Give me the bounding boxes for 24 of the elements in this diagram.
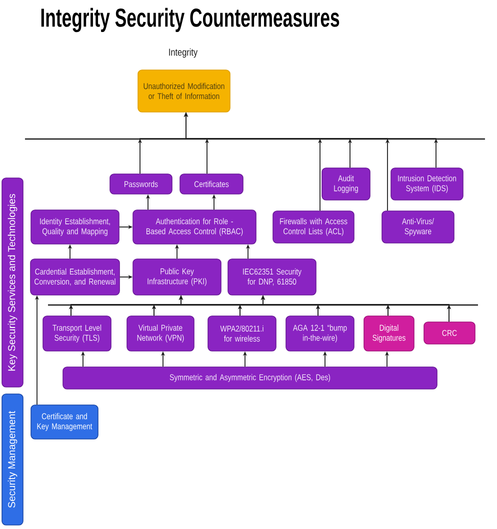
process-box: Public Key Infrastructure (PKI)	[132, 258, 222, 296]
process-box: Certificates	[180, 174, 244, 194]
process-box: Symmetric and Asymmetric Encryption (AES, Des)	[62, 366, 438, 390]
process-box: Authentication for Role - Based Access Control (RBAC)	[132, 210, 256, 244]
process-box: Anti-Virus/ Spyware	[382, 210, 454, 244]
process-box: Firewalls with Access Control Lists (ACL)	[272, 210, 354, 244]
process-box: CRC	[424, 322, 476, 344]
process-box: Intrusion Detection System (IDS)	[390, 168, 464, 200]
process-box: Audit Logging	[322, 168, 370, 200]
side-band: Security Management	[2, 394, 24, 526]
process-box: IEC62351 Security for DNP, 61850	[228, 258, 316, 296]
heading: Integrity	[169, 48, 198, 58]
process-box: Certificate and Key Management	[30, 404, 98, 440]
process-box: AGA 12-1 “bump in-the-wire)	[286, 316, 354, 352]
title: Integrity Security Countermeasures	[41, 8, 340, 32]
side-band: Key Security Services and Technologies	[2, 178, 24, 388]
process-box: Identity Establishment, Quality and Mapping	[30, 210, 120, 244]
process-box: Cardential Establishment, Conversion, and Renewal	[30, 258, 120, 296]
process-box: Passwords	[110, 174, 172, 194]
process-box: WPA2/80211.i for wireless	[208, 316, 276, 352]
process-box: Digital Signatures	[364, 316, 414, 352]
process-box: Unauthorized Modification or Theft of Information	[138, 70, 230, 112]
process-box: Transport Level Security (TLS)	[42, 316, 112, 352]
process-box: Virtual Private Network (VPN)	[126, 316, 194, 352]
